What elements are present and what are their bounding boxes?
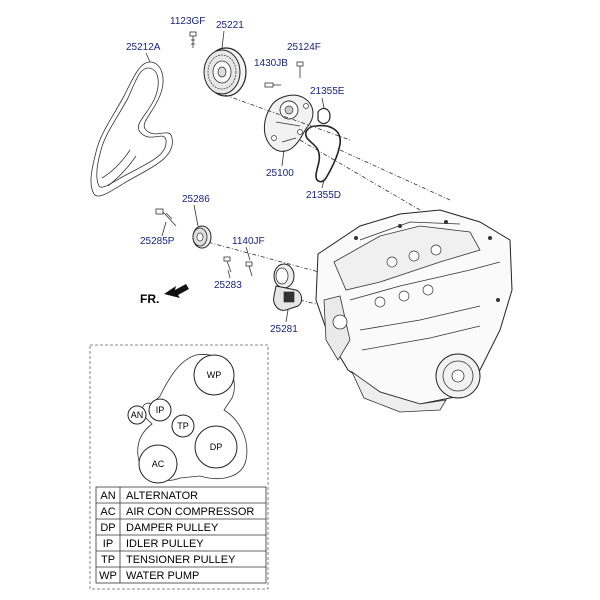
part-number-gasket-small: 21355E (310, 86, 345, 97)
legend-code: AC (100, 506, 115, 518)
bolt-top (189, 31, 197, 48)
belt-routing-diagram (127, 354, 248, 484)
legend-name: DAMPER PULLEY (126, 522, 219, 534)
gasket-large (304, 124, 341, 183)
gasket-small (317, 107, 331, 125)
part-number-gasket-large: 21355D (306, 190, 341, 201)
pulley-label-tp: TP (177, 421, 189, 431)
part-number-belt: 25212A (126, 42, 161, 53)
legend-row: DP DAMPER PULLEY (100, 522, 219, 534)
engine-block (315, 209, 513, 413)
front-arrow-icon (164, 284, 189, 298)
part-number-bolt-right: 25124F (287, 42, 321, 53)
legend-code: AN (100, 490, 115, 502)
pulley-label-ac: AC (152, 459, 165, 469)
legend-row: TP TENSIONER PULLEY (101, 554, 236, 566)
legend-code: WP (99, 570, 117, 582)
front-marker-label: FR. (140, 292, 159, 306)
part-number-bolt-top: 1123GF (170, 16, 205, 27)
part-number-tensioner: 25281 (270, 324, 298, 335)
legend-name: WATER PUMP (126, 570, 199, 582)
pulley-label-ip: IP (156, 405, 165, 415)
water-pump-pulley (203, 47, 247, 97)
legend-row: WP WATER PUMP (99, 570, 199, 582)
legend-row: IP IDLER PULLEY (103, 538, 205, 550)
part-number-tensioner-bolt: 25283 (214, 280, 242, 291)
idler-bolt (155, 208, 177, 227)
part-number-pulley-wp: 25221 (216, 20, 244, 31)
part-number-idler-bolt: 25285P (140, 236, 175, 247)
stud (264, 82, 281, 88)
belt-tensioner (273, 263, 303, 311)
legend-code: DP (100, 522, 115, 534)
legend-code: IP (103, 538, 113, 550)
part-number-idler: 25286 (182, 194, 210, 205)
part-number-tensioner-bolt-label: 1140JF (232, 236, 265, 247)
legend-name: AIR CON COMPRESSOR (126, 506, 254, 518)
drive-belt (90, 61, 173, 197)
pulley-label-wp: WP (207, 370, 222, 380)
pulley-label-an: AN (131, 410, 144, 420)
water-pump (263, 94, 314, 152)
pulley-label-dp: DP (210, 442, 223, 452)
legend-table (95, 486, 267, 584)
tensioner-bolts (223, 256, 253, 277)
part-number-water-pump: 25100 (266, 168, 294, 179)
bolt-right (296, 61, 304, 78)
part-number-stud: 1430JB (254, 58, 288, 69)
legend-row: AC AIR CON COMPRESSOR (100, 506, 254, 518)
legend-name: TENSIONER PULLEY (126, 554, 236, 566)
belt-routing-box (89, 344, 269, 590)
idler-pulley (192, 225, 212, 249)
legend-code: TP (101, 554, 115, 566)
legend-name: ALTERNATOR (126, 490, 198, 502)
legend-row: AN ALTERNATOR (100, 490, 198, 502)
legend-name: IDLER PULLEY (126, 538, 204, 550)
